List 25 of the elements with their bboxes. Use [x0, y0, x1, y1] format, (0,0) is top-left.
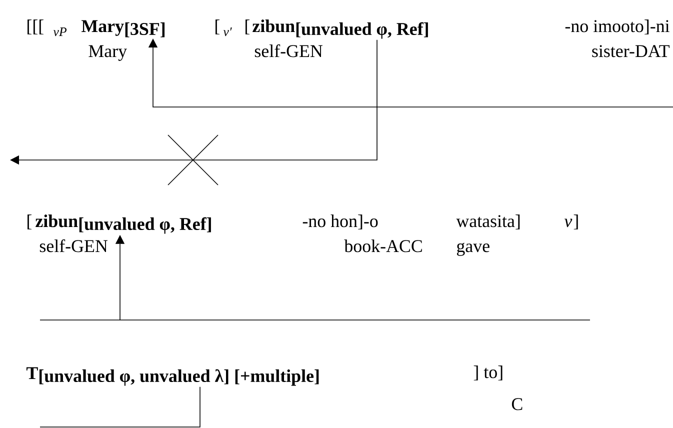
bracket: [: [28, 214, 32, 230]
gloss-text: self-GEN: [254, 44, 323, 58]
feature-word: T[unvalued φ, unvalued λ] [+multiple]: [26, 367, 319, 386]
agree-line: [40, 386, 200, 428]
morpheme-text: -no hon]-o: [302, 214, 378, 230]
bracket: [[[: [28, 20, 44, 34]
gloss-text: gave: [456, 242, 490, 256]
feature-word: zibun[unvalued φ, Ref]: [252, 20, 428, 39]
agree-arrow: [148, 38, 673, 108]
bracket: [: [246, 20, 250, 34]
category-label: v′: [223, 28, 232, 36]
feature-word: zibun[unvalued φ, Ref]: [36, 214, 211, 234]
category-label: vP: [53, 28, 67, 36]
gloss-text: self-GEN: [40, 239, 108, 252]
feature-word: Mary[3SF]: [82, 20, 165, 38]
morpheme-text: ] to]: [474, 366, 502, 380]
category-label: v: [564, 218, 572, 228]
bracket: ]: [574, 214, 578, 230]
gloss-text: sister-DAT: [592, 45, 670, 58]
gloss-text: book-ACC: [344, 240, 422, 252]
bracket: [: [216, 20, 220, 34]
morpheme-text: -no imooto]-ni: [565, 20, 670, 34]
gloss-text: Mary: [88, 45, 127, 61]
category-label: C: [512, 398, 522, 410]
morpheme-text: watasita]: [456, 214, 520, 230]
